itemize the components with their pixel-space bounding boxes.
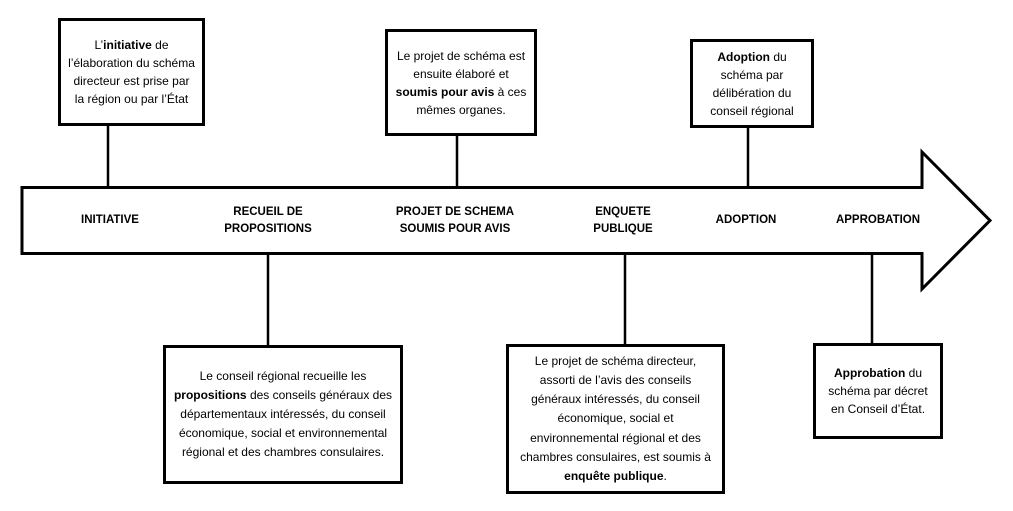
- note-text: Le conseil régional recueille les propos…: [173, 368, 393, 460]
- stage-label-adoption: ADOPTION: [715, 214, 777, 227]
- stage-label-enquete: ENQUETE PUBLIQUE: [593, 205, 653, 235]
- note-text: Le projet de schéma est ensuite élaboré …: [395, 48, 527, 117]
- note-text: Approbation du schéma par décret en Cons…: [828, 366, 928, 416]
- note-text: Le projet de schéma directeur, assorti d…: [520, 353, 711, 483]
- note-box-soumis-avis: Le projet de schéma est ensuite élaboré …: [385, 29, 537, 136]
- note-box-propositions: Le conseil régional recueille les propos…: [163, 345, 403, 484]
- stage-label-projet: PROJET DE SCHEMA SOUMIS POUR AVIS: [395, 205, 515, 235]
- note-box-enquete-publique: Le projet de schéma directeur, assorti d…: [506, 344, 725, 494]
- stage-label-approbation: APPROBATION: [835, 214, 921, 227]
- arrow-shape: [20, 148, 993, 293]
- stage-label-initiative: INITIATIVE: [81, 214, 139, 227]
- note-text: Adoption du schéma par délibération du c…: [710, 49, 794, 118]
- note-text: L’initiative de l’élaboration du schéma …: [68, 38, 195, 106]
- note-box-adoption: Adoption du schéma par délibération du c…: [690, 39, 814, 128]
- stage-label-recueil: RECUEIL DE PROPOSITIONS: [224, 205, 312, 235]
- note-box-approbation: Approbation du schéma par décret en Cons…: [813, 343, 943, 439]
- note-box-initiative: L’initiative de l’élaboration du schéma …: [58, 18, 205, 126]
